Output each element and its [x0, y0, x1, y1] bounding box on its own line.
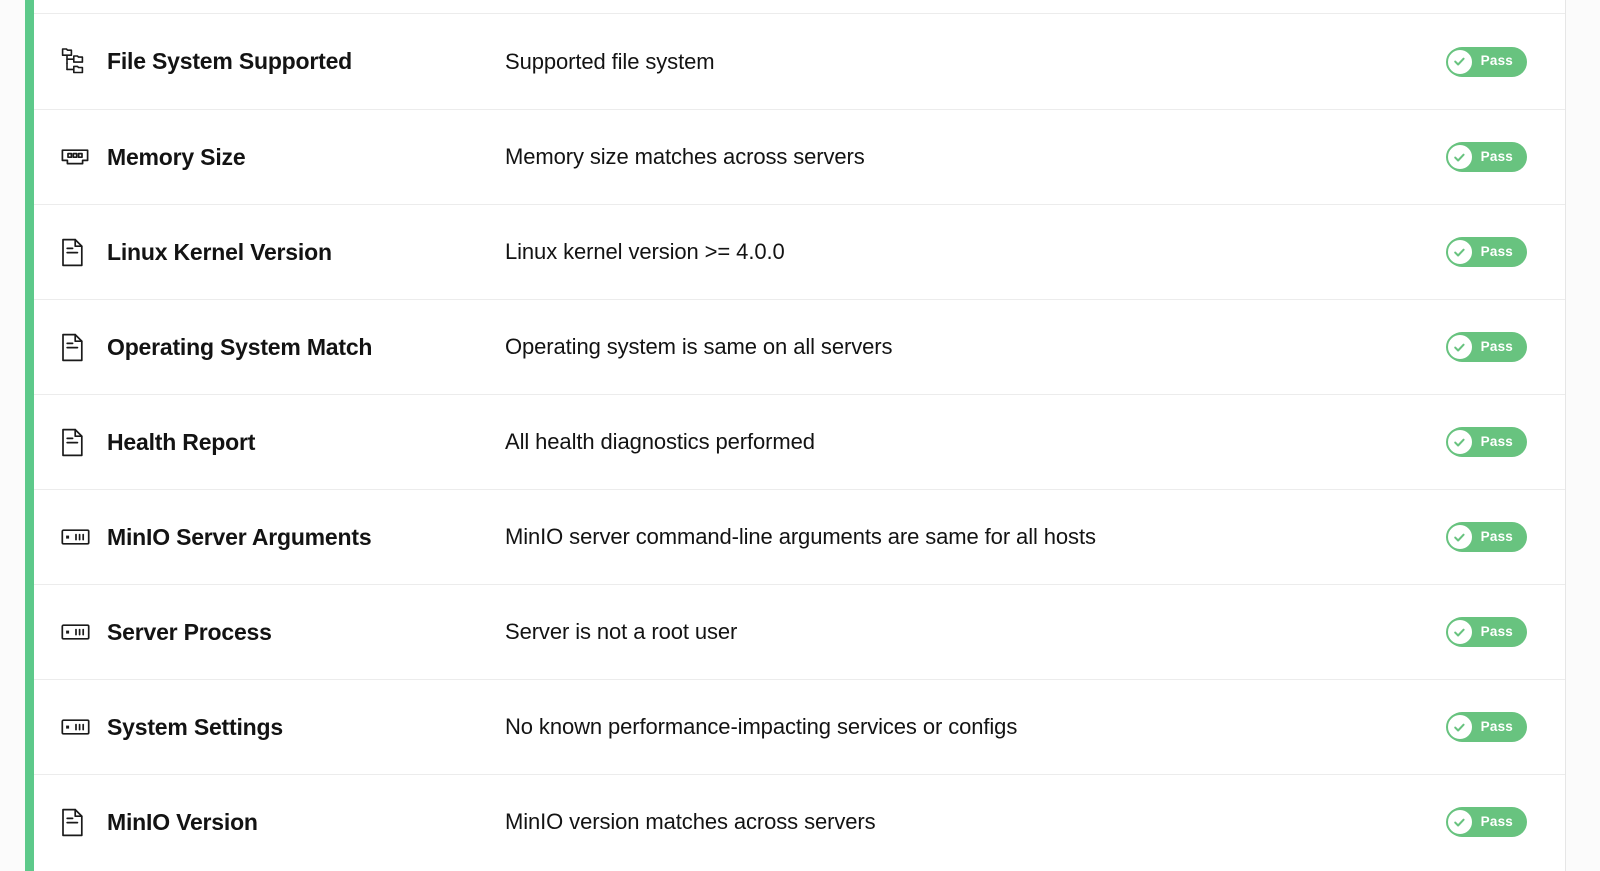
document-icon	[61, 807, 107, 837]
folder-tree-icon	[61, 47, 107, 77]
check-description: All health diagnostics performed	[505, 429, 815, 454]
check-circle-icon	[1445, 143, 1474, 171]
status-badge: Pass	[1445, 712, 1527, 742]
document-icon	[61, 332, 107, 362]
check-circle-icon	[1445, 808, 1474, 836]
check-title: File System Supported	[107, 48, 353, 74]
status-badge: Pass	[1445, 522, 1527, 552]
check-row[interactable]: Linux Kernel Version Linux kernel version…	[34, 204, 1565, 299]
check-row[interactable]: File System Supported Supported file syst…	[34, 14, 1565, 109]
check-circle-icon	[1445, 333, 1474, 361]
document-icon	[61, 427, 107, 457]
status-badge: Pass	[1445, 237, 1527, 267]
status-badge: Pass	[1445, 427, 1527, 457]
check-circle-icon	[1445, 618, 1474, 646]
check-title: Health Report	[107, 428, 256, 455]
status-badge: Pass	[1445, 807, 1527, 837]
check-description: Linux kernel version >= 4.0.0	[505, 239, 785, 264]
check-description: Operating system is same on all servers	[505, 334, 893, 359]
check-description: Memory size matches across servers	[505, 144, 865, 169]
status-badge-label: Pass	[1480, 53, 1513, 69]
check-row[interactable]: System Settings No known performance-impa…	[34, 679, 1565, 774]
check-description: No known performance-impacting services …	[505, 714, 1018, 739]
memory-stick-icon	[61, 142, 107, 172]
card-accent-bar	[25, 0, 34, 871]
document-icon	[61, 237, 107, 267]
check-row[interactable]: Health Report All health diagnostics perf…	[34, 394, 1565, 489]
status-badge-label: Pass	[1480, 528, 1513, 544]
check-title: Server Process	[107, 618, 272, 645]
check-row[interactable]: Operating System Match Operating system i…	[34, 299, 1565, 394]
status-badge: Pass	[1445, 332, 1527, 362]
status-badge-label: Pass	[1480, 623, 1513, 639]
check-title: MinIO Version	[107, 808, 258, 835]
status-badge: Pass	[1445, 142, 1527, 172]
status-badge-label: Pass	[1480, 433, 1513, 449]
check-title: MinIO Server Arguments	[107, 523, 372, 550]
check-title: Operating System Match	[107, 333, 373, 360]
status-badge-label: Pass	[1480, 338, 1513, 354]
check-description: MinIO server command-line arguments are …	[505, 524, 1096, 549]
check-circle-icon	[1445, 713, 1474, 741]
check-circle-icon	[1445, 47, 1474, 76]
check-row[interactable]: MinIO Version MinIO version matches acros…	[34, 774, 1565, 869]
check-row[interactable]: MinIO Server Arguments MinIO server comma…	[34, 489, 1565, 584]
server-icon	[61, 617, 107, 647]
check-row[interactable]: Memory Size Memory size matches across se…	[34, 109, 1565, 204]
check-circle-icon	[1445, 428, 1474, 456]
check-description: MinIO version matches across servers	[505, 809, 876, 834]
check-title: Memory Size	[107, 143, 246, 170]
status-badge-label: Pass	[1480, 718, 1513, 734]
check-description: Server is not a root user	[505, 619, 738, 644]
check-description: Supported file system	[505, 48, 715, 74]
status-badge-label: Pass	[1480, 148, 1513, 164]
server-icon	[61, 712, 107, 742]
status-badge: Pass	[1445, 617, 1527, 647]
check-circle-icon	[1445, 238, 1474, 266]
status-badge: Pass	[1445, 46, 1527, 77]
server-icon	[61, 522, 107, 552]
check-circle-icon	[1445, 523, 1474, 551]
health-checks-card: File System Supported Supported file syst…	[25, 0, 1565, 871]
check-title: Linux Kernel Version	[107, 238, 332, 265]
check-title: System Settings	[107, 713, 283, 740]
status-badge-label: Pass	[1480, 243, 1513, 259]
check-list: File System Supported Supported file syst…	[34, 0, 1565, 871]
status-badge-label: Pass	[1480, 813, 1513, 829]
